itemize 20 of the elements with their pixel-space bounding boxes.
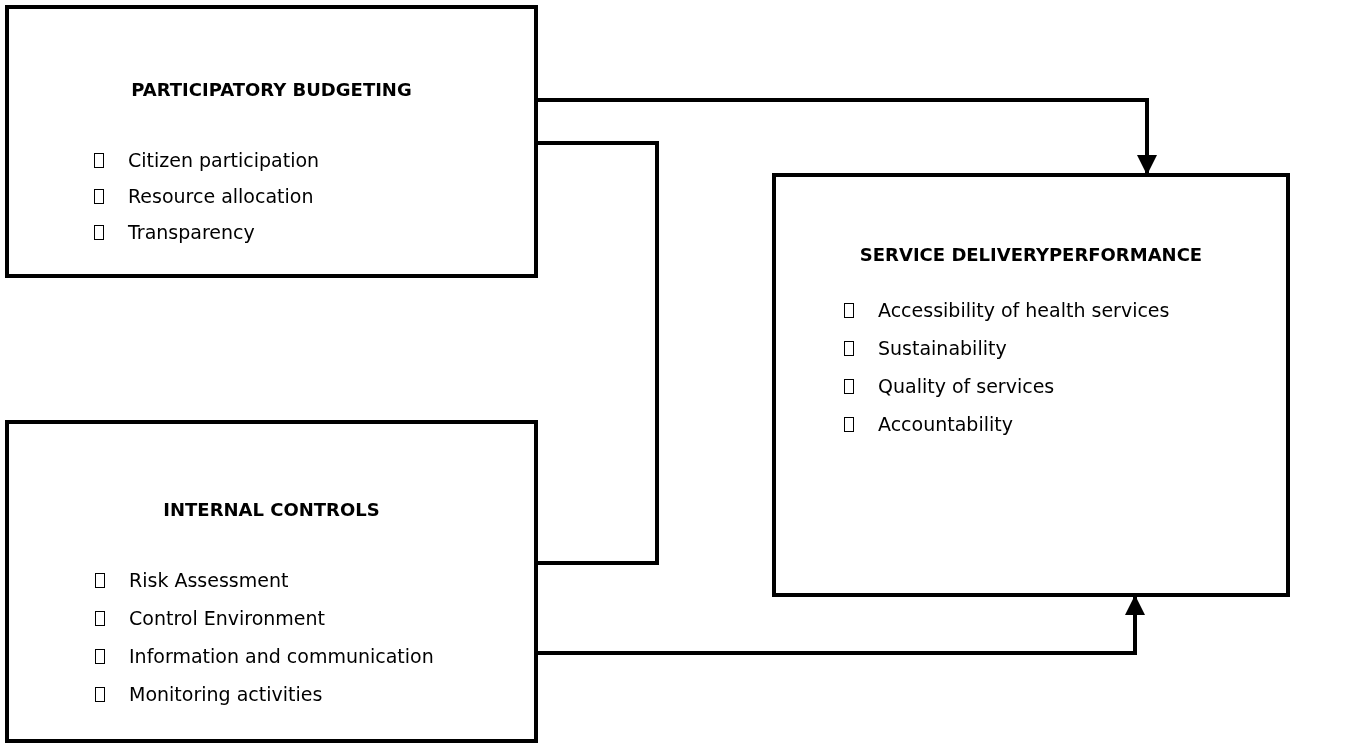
connector-line bbox=[538, 141, 659, 565]
arrow bbox=[538, 98, 1157, 175]
list-item: Risk Assessment bbox=[129, 569, 289, 591]
list-item: Monitoring activities bbox=[129, 683, 323, 705]
text-box bbox=[5, 420, 538, 743]
list-item: Citizen participation bbox=[128, 149, 320, 171]
list-item: Control Environment bbox=[129, 607, 326, 629]
text-box bbox=[5, 5, 538, 278]
arrow bbox=[538, 595, 1145, 655]
box-heading: INTERNAL CONTROLS bbox=[162, 499, 381, 520]
list-item: Sustainability bbox=[878, 337, 1007, 359]
list-item: Resource allocation bbox=[128, 185, 314, 207]
box-heading: SERVICE DELIVERYPERFORMANCE bbox=[858, 244, 1204, 265]
list-item: Accessibility of health services bbox=[878, 299, 1170, 321]
text-box bbox=[772, 173, 1290, 597]
list-item: Information and communication bbox=[129, 645, 434, 667]
list-item: Quality of services bbox=[878, 375, 1055, 397]
list-item: Accountability bbox=[878, 413, 1013, 435]
box-heading: PARTICIPATORY BUDGETING bbox=[130, 79, 413, 100]
list-item: Transparency bbox=[128, 221, 255, 243]
